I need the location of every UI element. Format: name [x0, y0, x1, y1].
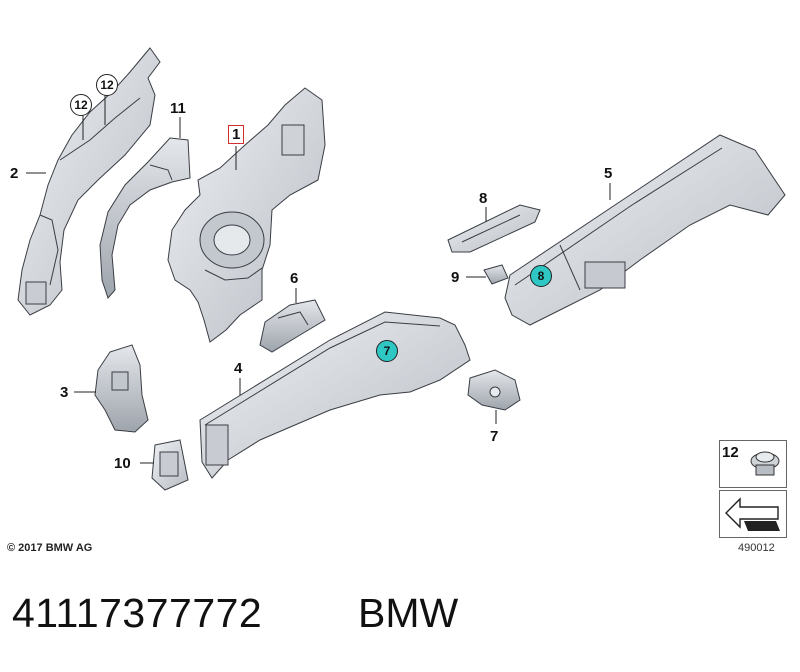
callout-6[interactable]: 6: [290, 270, 299, 287]
callout-4[interactable]: 4: [234, 360, 243, 377]
callout-12-circle-left[interactable]: 12: [70, 94, 92, 116]
callout-8-circle-highlight[interactable]: 8: [530, 265, 552, 287]
part-8-bracket[interactable]: [447, 204, 541, 253]
arrow-icon: [725, 497, 780, 531]
nut-icon: [750, 451, 780, 476]
legend-item-12: 12: [722, 444, 739, 461]
legend-box-arrow: [719, 490, 787, 538]
part-1-wheelhouse-front[interactable]: [167, 87, 326, 343]
callout-12-circle-right[interactable]: 12: [96, 74, 118, 96]
part-3-bracket[interactable]: [94, 344, 149, 433]
legend-box-fastener: [719, 440, 787, 488]
copyright: © 2017 BMW AG: [7, 542, 93, 554]
callout-7-circle-highlight[interactable]: 7: [376, 340, 398, 362]
brand-label: BMW: [358, 590, 459, 636]
part-5-rear-member[interactable]: [504, 134, 786, 326]
diagram-id: 490012: [738, 542, 775, 554]
callout-10[interactable]: 10: [114, 455, 131, 472]
part-9-clip[interactable]: [483, 264, 509, 285]
part-2-wheelhouse-outer[interactable]: [17, 47, 161, 316]
parts-diagram: [17, 47, 786, 491]
part-number: 41117377772: [12, 590, 263, 636]
callout-7[interactable]: 7: [490, 428, 499, 445]
part-11-wheel-arch[interactable]: [99, 137, 191, 299]
part-7-support[interactable]: [467, 369, 521, 411]
callout-5[interactable]: 5: [604, 165, 613, 182]
callout-11[interactable]: 11: [170, 100, 186, 117]
callout-3[interactable]: 3: [60, 384, 69, 401]
part-6-gusset[interactable]: [259, 299, 326, 353]
callout-1-selected[interactable]: 1: [228, 125, 245, 144]
callout-8[interactable]: 8: [479, 190, 488, 207]
part-4-longitudinal-member[interactable]: [199, 311, 471, 479]
leader-lines: [26, 95, 611, 464]
callout-9[interactable]: 9: [451, 269, 460, 286]
part-10-plate[interactable]: [151, 439, 189, 491]
callout-2[interactable]: 2: [10, 165, 19, 182]
